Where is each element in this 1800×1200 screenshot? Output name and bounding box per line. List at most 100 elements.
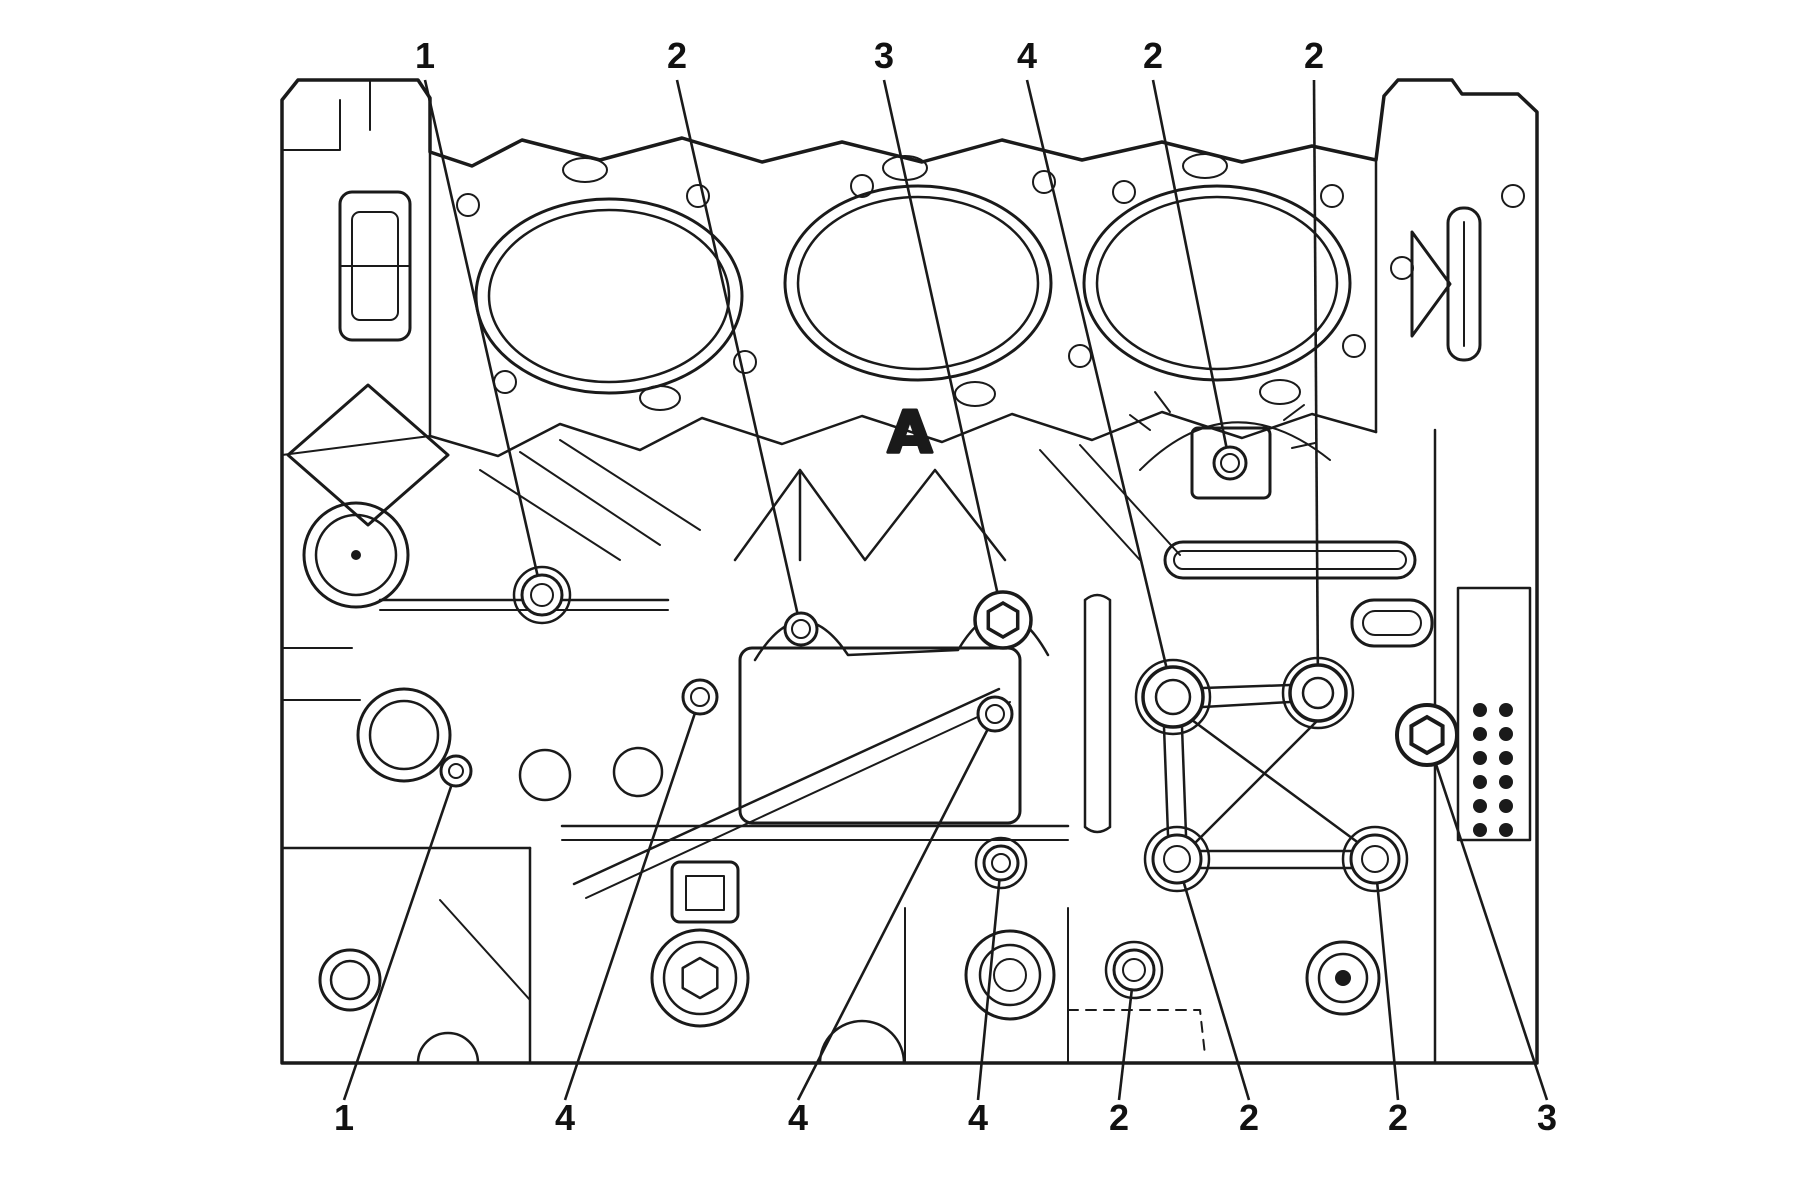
circle-detail	[368, 699, 440, 771]
boss-ring	[512, 565, 572, 625]
callout-label: 1	[415, 35, 435, 76]
circle-detail	[493, 370, 517, 394]
callout-label: 2	[1143, 35, 1163, 76]
line-detail	[1194, 716, 1322, 844]
path-detail	[818, 1019, 906, 1065]
cylinder-bore-1-inner	[487, 208, 731, 384]
leader-line	[342, 771, 458, 1101]
gasket-lower-edge	[428, 410, 1378, 458]
ellipse-detail	[1182, 153, 1228, 179]
cylinder-bore-2	[783, 184, 1053, 382]
boss-tie-lines	[1162, 683, 1362, 870]
circle-detail	[1499, 703, 1513, 717]
circle-detail	[1499, 775, 1513, 789]
circle-detail	[1390, 256, 1414, 280]
boss-arc	[1139, 421, 1331, 471]
circle-detail	[1501, 184, 1525, 208]
leader-line	[976, 863, 1003, 1101]
line-detail	[1129, 414, 1151, 431]
line-detail	[1201, 683, 1292, 690]
crank-boss-3	[1305, 940, 1381, 1016]
cast-letter-marking: A	[888, 398, 933, 466]
circle-detail	[1068, 344, 1092, 368]
center-ribs	[733, 468, 1007, 562]
line-detail	[1291, 442, 1316, 449]
engine-block-linework: A	[280, 78, 1539, 1065]
bottom-square-port	[670, 860, 740, 924]
circle-detail	[456, 193, 480, 217]
connector-panel	[1456, 586, 1532, 842]
callout-label: 4	[555, 1097, 575, 1138]
circle-detail	[1220, 453, 1240, 473]
plate-opening	[738, 646, 1022, 825]
polygon-detail	[986, 600, 1020, 640]
callout-label: 1	[334, 1097, 354, 1138]
callout-label: 3	[874, 35, 894, 76]
circle-detail	[1317, 952, 1369, 1004]
line-detail	[439, 899, 531, 1001]
circle-detail	[1335, 970, 1351, 986]
circle-detail	[1342, 334, 1366, 358]
crank-boss-1	[650, 928, 750, 1028]
circle-detail	[1473, 775, 1487, 789]
circle-detail	[686, 184, 710, 208]
leader-line	[675, 79, 803, 630]
circle-detail	[1122, 958, 1146, 982]
leader-line	[1312, 79, 1320, 693]
right-slot	[1163, 540, 1417, 580]
boss-ring	[1143, 825, 1211, 893]
right-oval	[1350, 598, 1434, 648]
bolt-holes-layer	[439, 445, 1459, 992]
rib-shading	[479, 439, 1181, 561]
right-vertical-slot	[1446, 206, 1482, 362]
line-detail	[1154, 391, 1171, 413]
circle-detail	[1154, 678, 1192, 716]
callout-label: 3	[1537, 1097, 1557, 1138]
circle-detail	[1499, 727, 1513, 741]
line-detail	[1039, 449, 1141, 561]
leader-line	[423, 79, 544, 596]
line-detail	[1190, 718, 1362, 846]
cylinder-bore-2-inner	[796, 195, 1040, 371]
vertical-channel	[1083, 593, 1112, 834]
circle-detail	[1320, 184, 1344, 208]
circle-detail	[978, 943, 1042, 1007]
crank-boss-2	[964, 929, 1056, 1021]
circle-detail	[733, 350, 757, 374]
callout-label: 4	[788, 1097, 808, 1138]
line-detail	[572, 687, 1001, 886]
left-diamond-web	[286, 383, 450, 527]
circle-detail	[1499, 751, 1513, 765]
circle-detail	[1473, 751, 1487, 765]
rect-detail	[1362, 610, 1422, 636]
circle-detail	[850, 174, 874, 198]
circle-detail	[530, 583, 554, 607]
line-detail	[585, 701, 1011, 899]
line-detail	[1180, 725, 1188, 837]
circle-detail	[991, 853, 1011, 873]
left-large-boss	[302, 501, 410, 609]
ellipse-detail	[639, 385, 681, 411]
line-detail	[559, 439, 701, 531]
circle-detail	[351, 550, 361, 560]
circle-detail	[1473, 727, 1487, 741]
line-detail	[519, 451, 661, 546]
boss-ring	[1134, 658, 1212, 736]
circle-detail	[329, 959, 371, 1001]
circle-detail	[1499, 799, 1513, 813]
rect-detail	[1173, 550, 1407, 570]
callout-label: 2	[1109, 1097, 1129, 1138]
boss-ring	[974, 836, 1028, 890]
path-detail	[416, 1031, 480, 1065]
boss-ring	[1104, 940, 1164, 1000]
callout-label: 2	[667, 35, 687, 76]
leader-line	[563, 697, 702, 1101]
line-detail	[479, 469, 621, 561]
right-pointer	[1410, 230, 1452, 338]
leader-line	[1117, 970, 1136, 1101]
circle-detail	[1473, 823, 1487, 837]
g-detail	[1129, 391, 1316, 449]
circle-detail	[1361, 845, 1389, 873]
leader-line	[1373, 859, 1400, 1101]
